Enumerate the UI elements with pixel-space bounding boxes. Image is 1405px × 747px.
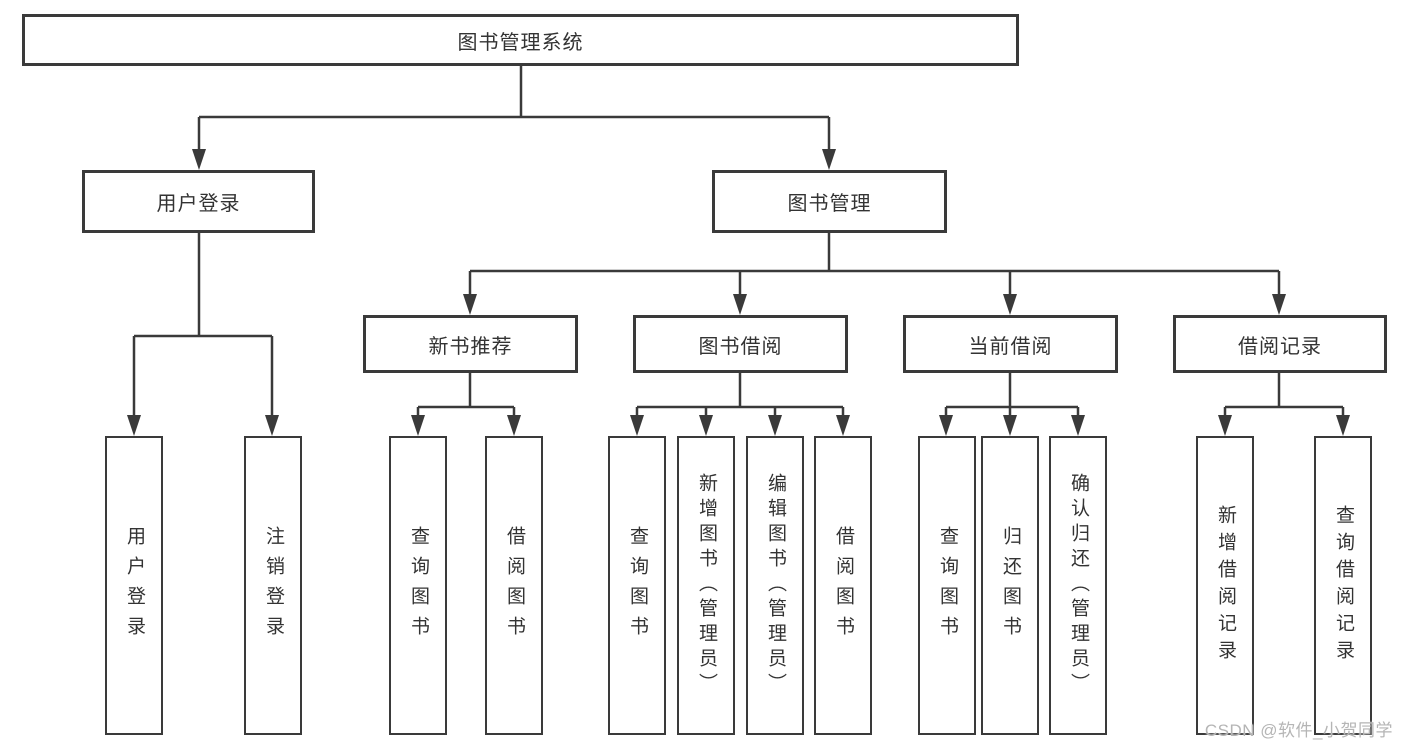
leaf-user-login-label: 用户登录 (123, 525, 145, 646)
leaf-query-books-borrow-label: 查询图书 (626, 525, 648, 646)
leaf-borrow-books: 借阅图书 (814, 436, 872, 735)
leaf-confirm-return-admin: 确认归还（管理员） (1049, 436, 1107, 735)
leaf-query-books-recommend-label: 查询图书 (407, 525, 429, 646)
leaf-add-books-admin-label: 新增图书（管理员） (695, 473, 717, 698)
group-new-book-recommend: 新书推荐 (363, 315, 578, 373)
leaf-return-books-label: 归还图书 (999, 525, 1021, 646)
leaf-add-books-admin: 新增图书（管理员） (677, 436, 735, 735)
leaf-add-borrow-record-label: 新增借阅记录 (1214, 504, 1236, 667)
branch-book-management-label: 图书管理 (787, 193, 872, 215)
leaf-query-borrow-record: 查询借阅记录 (1314, 436, 1372, 735)
group-current-borrow: 当前借阅 (903, 315, 1118, 373)
branch-user-login-label: 用户登录 (156, 193, 241, 215)
branch-book-management: 图书管理 (712, 170, 947, 233)
leaf-add-borrow-record: 新增借阅记录 (1196, 436, 1254, 735)
leaf-query-books-current: 查询图书 (918, 436, 976, 735)
branch-user-login: 用户登录 (82, 170, 315, 233)
leaf-query-books-recommend: 查询图书 (389, 436, 447, 735)
root-node-library-system: 图书管理系统 (22, 14, 1019, 66)
leaf-borrow-books-recommend-label: 借阅图书 (503, 525, 525, 646)
leaf-confirm-return-admin-label: 确认归还（管理员） (1067, 473, 1089, 698)
group-borrow-record-label: 借阅记录 (1238, 335, 1322, 358)
leaf-edit-books-admin-label: 编辑图书（管理员） (764, 473, 786, 698)
leaf-borrow-books-label: 借阅图书 (832, 525, 854, 646)
leaf-query-borrow-record-label: 查询借阅记录 (1332, 504, 1354, 667)
group-book-borrow-label: 图书借阅 (698, 335, 783, 358)
group-current-borrow-label: 当前借阅 (968, 335, 1053, 358)
leaf-user-login: 用户登录 (105, 436, 163, 735)
leaf-query-books-borrow: 查询图书 (608, 436, 666, 735)
arrowheads (127, 149, 1350, 436)
leaf-borrow-books-recommend: 借阅图书 (485, 436, 543, 735)
group-new-book-recommend-label: 新书推荐 (428, 335, 513, 358)
csdn-watermark: CSDN @软件_小贺同学 (1204, 721, 1393, 740)
group-borrow-record: 借阅记录 (1173, 315, 1387, 373)
leaf-logout-login: 注销登录 (244, 436, 302, 735)
leaf-logout-login-label: 注销登录 (262, 525, 284, 646)
leaf-return-books: 归还图书 (981, 436, 1039, 735)
leaf-edit-books-admin: 编辑图书（管理员） (746, 436, 804, 735)
leaf-query-books-current-label: 查询图书 (936, 525, 958, 646)
root-node-label: 图书管理系统 (457, 31, 584, 54)
group-book-borrow: 图书借阅 (633, 315, 848, 373)
